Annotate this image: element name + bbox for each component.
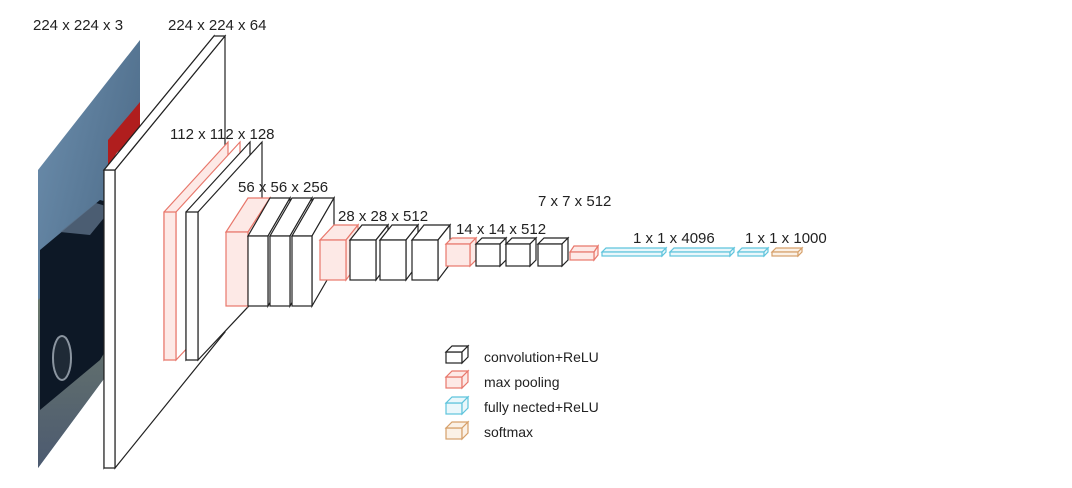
label-softmax: 1 x 1 x 1000 [745, 230, 827, 247]
legend-item-conv: convolution+ReLU [444, 344, 599, 365]
label-block4: 28 x 28 x 512 [338, 208, 428, 225]
legend-label-pool: max pooling [484, 374, 560, 390]
pool5-slab [568, 244, 600, 262]
label-block2: 112 x 112 x 128 [170, 126, 275, 143]
legend-label-conv: convolution+ReLU [484, 349, 599, 365]
fc-layers [600, 246, 770, 258]
legend-item-softmax: softmax [444, 420, 533, 441]
label-fc: 1 x 1 x 4096 [633, 230, 715, 247]
legend: convolution+ReLU max pooling fully necte… [444, 344, 599, 441]
label-block3: 56 x 56 x 256 [238, 179, 328, 196]
pool-cube-icon [444, 369, 470, 390]
legend-item-fc: fully nected+ReLU [444, 395, 599, 416]
legend-label-softmax: softmax [484, 424, 533, 440]
conv-cube-icon [444, 344, 470, 365]
legend-label-fc: fully nected+ReLU [484, 399, 599, 415]
legend-item-pool: max pooling [444, 369, 560, 390]
block5-slabs [444, 236, 570, 268]
label-block1: 224 x 224 x 64 [168, 17, 266, 34]
softmax-layer [770, 246, 804, 258]
label-block5: 14 x 14 x 512 [456, 221, 546, 238]
softmax-cube-icon [444, 420, 470, 441]
label-input: 224 x 224 x 3 [33, 17, 123, 34]
fc-cube-icon [444, 395, 470, 416]
block4-slabs [318, 223, 452, 282]
block3-slabs [224, 195, 336, 309]
label-pool5: 7 x 7 x 512 [538, 193, 611, 210]
